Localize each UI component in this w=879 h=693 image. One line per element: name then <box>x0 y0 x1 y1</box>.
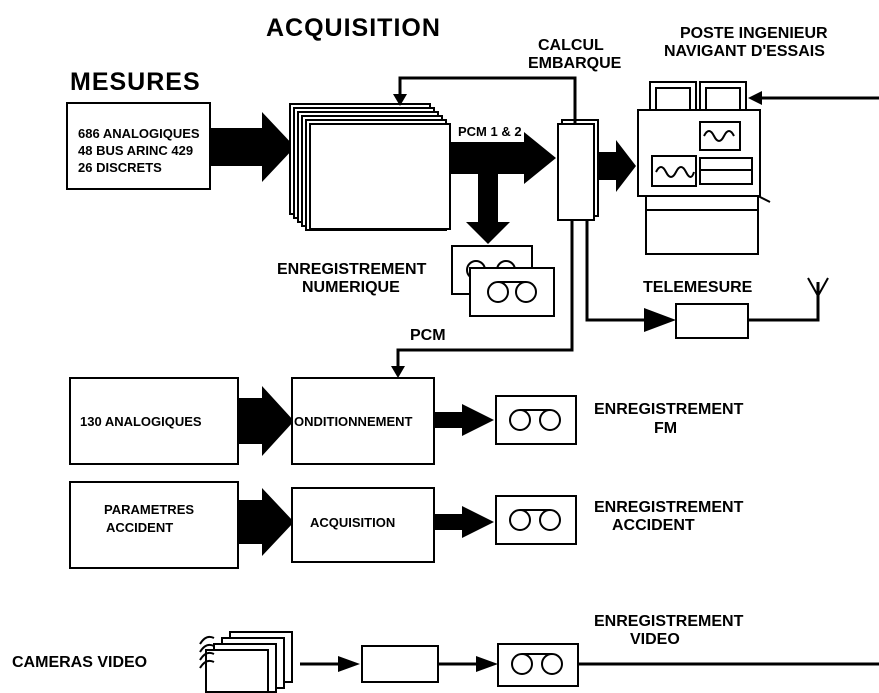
fm-recorder-icon <box>496 396 576 444</box>
analog130-label: 130 ANALOGIQUES <box>80 414 202 429</box>
enreg-acc-line1: ENREGISTREMENT <box>594 499 744 516</box>
calcul-title-line1: CALCUL <box>538 37 604 54</box>
conditionnement-label: ONDITIONNEMENT <box>294 414 413 429</box>
telemesure-antenna-line <box>748 282 818 320</box>
arrow-parametres-to-acquisition <box>238 488 294 556</box>
poste-input-arrowhead <box>748 91 762 105</box>
arrow-mesures-to-acquisition <box>210 112 295 182</box>
mesures-line2: 48 BUS ARINC 429 <box>78 143 193 158</box>
acquisition-unit-stack <box>290 104 450 230</box>
camera-to-unit-arrowhead <box>338 656 360 672</box>
mesures-title: MESURES <box>70 68 201 96</box>
enreg-acc-line2: ACCIDENT <box>612 517 695 534</box>
arrow-acquisition-to-accident-recording <box>434 506 494 538</box>
pcm12-label: PCM 1 & 2 <box>458 124 522 139</box>
telemesure-box <box>676 304 748 338</box>
enreg-fm-line1: ENREGISTREMENT <box>594 401 744 418</box>
calcul-embarque-unit <box>558 120 598 220</box>
poste-title-line2: NAVIGANT D'ESSAIS <box>664 43 825 60</box>
pcm-arrowhead <box>391 366 405 378</box>
arrow-pcm12-to-calcul <box>450 132 556 184</box>
mesures-line1: 686 ANALOGIQUES <box>78 126 200 141</box>
pcm-label: PCM <box>410 327 446 344</box>
arrow-calcul-to-poste <box>598 140 636 192</box>
arrow-analog130-to-conditionnement <box>238 386 294 456</box>
telemesure-label: TELEMESURE <box>643 279 753 296</box>
unit-to-recorder-arrowhead <box>476 656 498 672</box>
enreg-video-line2: VIDEO <box>630 631 680 648</box>
parametres-line2: ACCIDENT <box>106 520 173 535</box>
mesures-line3: 26 DISCRETS <box>78 160 162 175</box>
mesures-box: 686 ANALOGIQUES 48 BUS ARINC 429 26 DISC… <box>67 103 210 189</box>
numeric-recorder-icon <box>452 246 554 316</box>
enreg-video-line1: ENREGISTREMENT <box>594 613 744 630</box>
arrow-to-numeric-recording <box>466 174 510 244</box>
engineer-console-icon <box>638 82 770 254</box>
accident-recorder-icon <box>496 496 576 544</box>
enreg-fm-line2: FM <box>654 420 677 437</box>
enreg-num-line2: NUMERIQUE <box>302 279 400 296</box>
video-processing-box <box>362 646 438 682</box>
video-recorder-icon <box>498 644 578 686</box>
enreg-num-line1: ENREGISTREMENT <box>277 261 427 278</box>
acquisition-title: ACQUISITION <box>266 14 441 42</box>
parametres-line1: PARAMETRES <box>104 502 194 517</box>
poste-title-line1: POSTE INGENIEUR <box>680 25 828 42</box>
cameras-label: CAMERAS VIDEO <box>12 654 147 671</box>
video-cameras-icon <box>200 632 292 692</box>
arrow-conditionnement-to-fm <box>434 404 494 436</box>
acquisition-accident-label: ACQUISITION <box>310 515 395 530</box>
telemesure-arrowhead <box>644 308 676 332</box>
calcul-title-line2: EMBARQUE <box>528 55 622 72</box>
